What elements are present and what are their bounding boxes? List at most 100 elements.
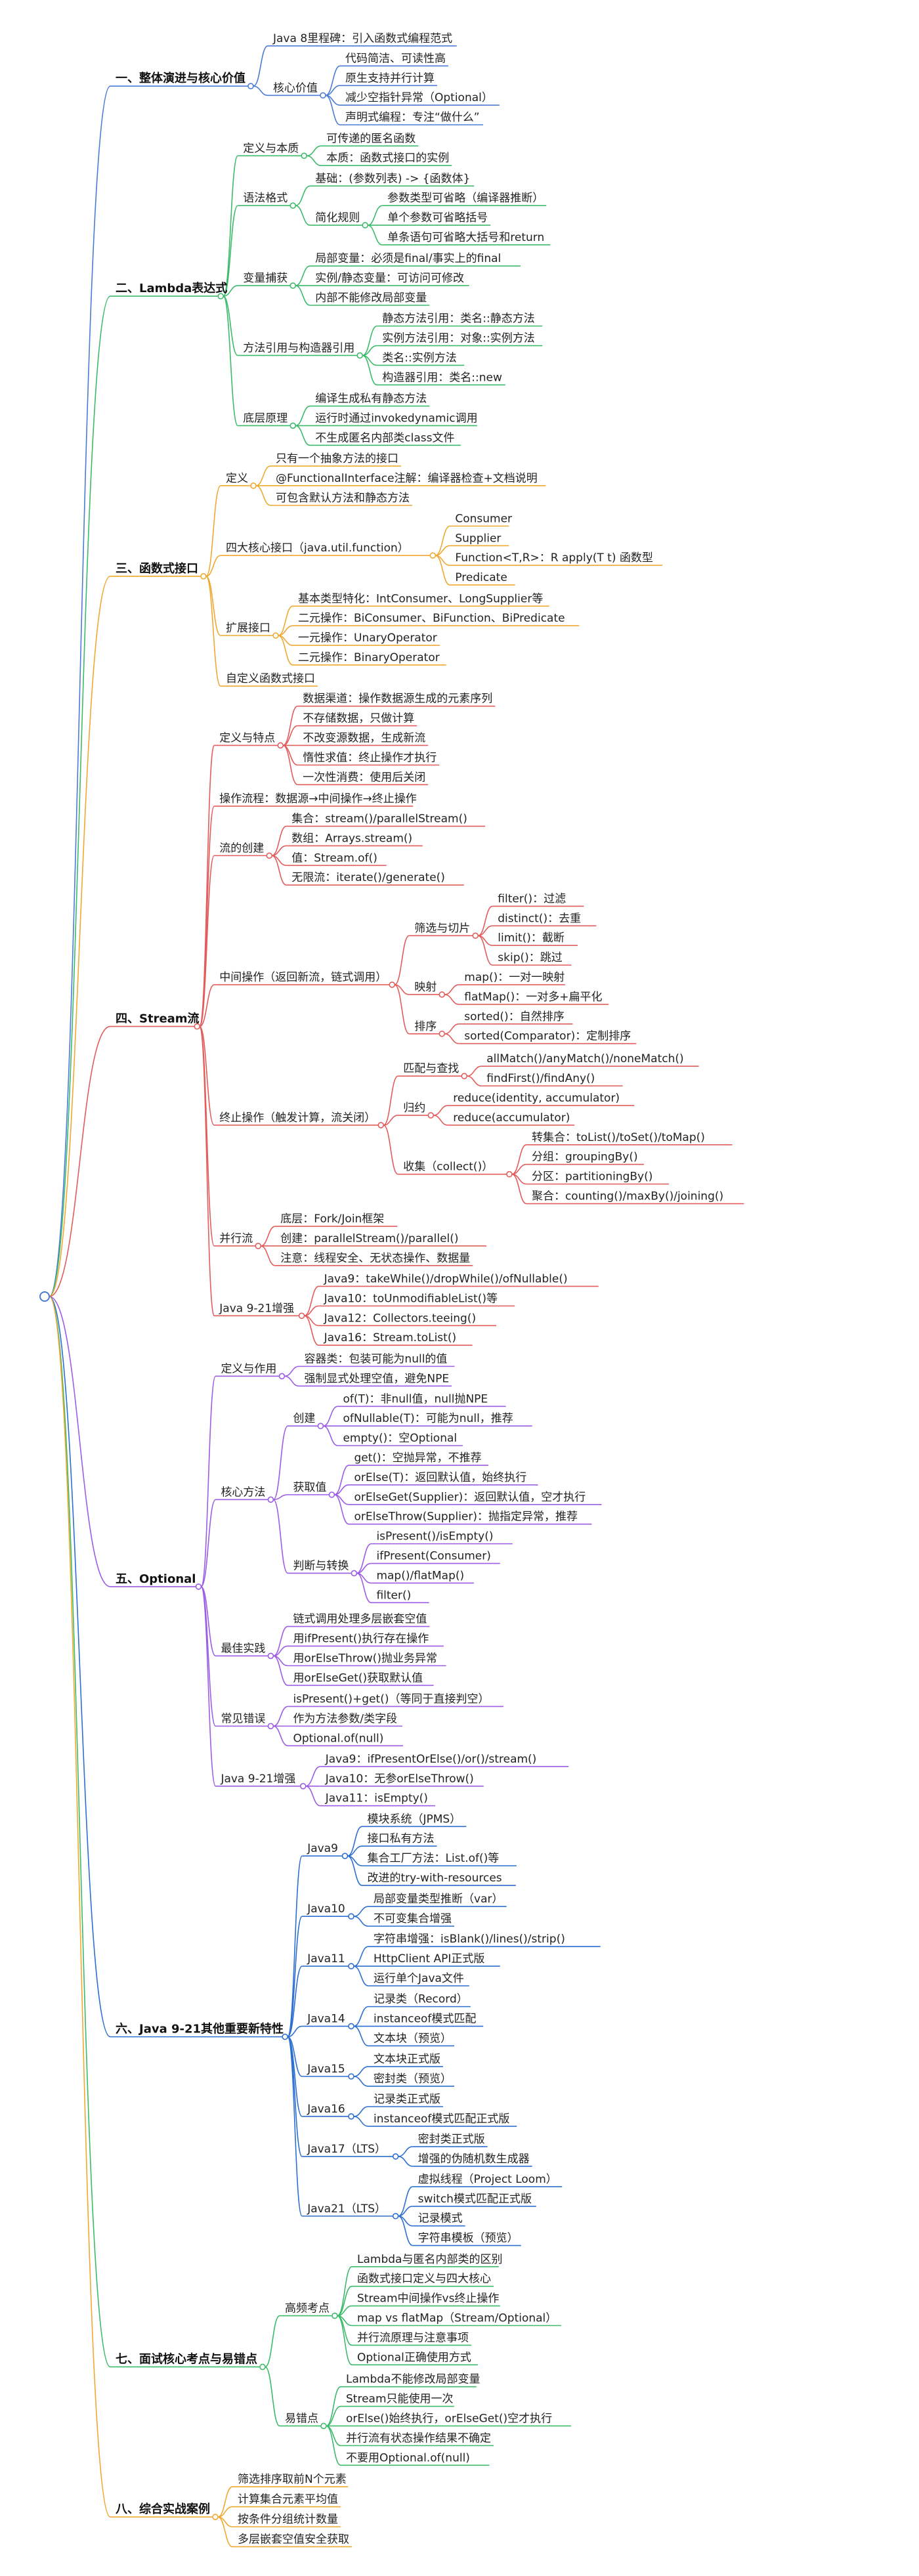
- collapse-toggle-icon[interactable]: [348, 2073, 354, 2080]
- branch-node[interactable]: Java 9-21增强: [214, 1302, 299, 1317]
- collapse-toggle-icon[interactable]: [301, 152, 308, 160]
- leaf-node[interactable]: isPresent()/isEmpty(): [371, 1530, 513, 1545]
- collapse-toggle-icon[interactable]: [298, 1312, 305, 1320]
- collapse-toggle-icon[interactable]: [392, 2153, 399, 2160]
- leaf-node[interactable]: 记录类（Record）: [368, 1993, 471, 2007]
- branch-node[interactable]: 定义与本质: [238, 142, 302, 157]
- collapse-toggle-icon[interactable]: [217, 293, 224, 299]
- leaf-node[interactable]: get()：空抛异常，不推荐: [349, 1451, 489, 1466]
- branch-node[interactable]: 高频考点: [280, 2302, 332, 2317]
- leaf-node[interactable]: Java10：无参orElseThrow(): [320, 1772, 484, 1787]
- leaf-node[interactable]: sorted(Comparator)：定制排序: [459, 1030, 637, 1044]
- leaf-node[interactable]: 参数类型可省略（编译器推断）: [382, 192, 547, 206]
- leaf-node[interactable]: instanceof模式匹配: [368, 2013, 484, 2027]
- section-node[interactable]: 八、综合实战案例: [110, 2502, 213, 2518]
- section-node[interactable]: 七、面试核心考点与易错点: [110, 2351, 260, 2368]
- leaf-node[interactable]: Optional正确使用方式: [352, 2350, 478, 2366]
- leaf-node[interactable]: 筛选排序取前N个元素: [232, 2473, 349, 2487]
- collapse-toggle-icon[interactable]: [341, 1853, 349, 1859]
- leaf-node[interactable]: 计算集合元素平均值: [232, 2493, 341, 2508]
- section-node[interactable]: 四、Stream流: [110, 1012, 200, 1027]
- leaf-node[interactable]: Java16：Stream.toList(): [318, 1331, 473, 1346]
- branch-node[interactable]: 常见错误: [215, 1712, 268, 1727]
- leaf-node[interactable]: Predicate: [450, 571, 515, 586]
- leaf-node[interactable]: reduce(accumulator): [448, 1111, 575, 1126]
- leaf-node[interactable]: 增强的伪随机数生成器: [412, 2153, 532, 2167]
- collapse-toggle-icon[interactable]: [320, 2422, 327, 2430]
- leaf-node[interactable]: 值：Stream.of(): [286, 851, 387, 867]
- branch-node[interactable]: 语法格式: [238, 192, 291, 206]
- leaf-node[interactable]: 用orElseThrow()抛业务异常: [288, 1652, 446, 1667]
- collapse-toggle-icon[interactable]: [320, 92, 326, 99]
- leaf-node[interactable]: Stream只能使用一次: [341, 2392, 454, 2407]
- leaf-node[interactable]: 按条件分组统计数量: [232, 2513, 341, 2527]
- leaf-node[interactable]: skip()：跳过: [492, 951, 572, 966]
- leaf-node[interactable]: 实例方法引用：对象::实例方法: [377, 332, 543, 347]
- branch-node[interactable]: 核心价值: [268, 81, 320, 97]
- leaf-node[interactable]: 二元操作：BiConsumer、BiFunction、BiPredicate: [293, 612, 580, 626]
- collapse-toggle-icon[interactable]: [266, 852, 273, 859]
- leaf-node[interactable]: Consumer: [450, 512, 512, 527]
- leaf-node[interactable]: Lambda不能修改局部变量: [341, 2373, 480, 2388]
- collapse-toggle-icon[interactable]: [278, 1373, 286, 1380]
- leaf-node[interactable]: switch模式匹配正式版: [412, 2193, 536, 2207]
- leaf-node[interactable]: ofNullable(T)：可能为null，推荐: [337, 1412, 532, 1427]
- collapse-toggle-icon[interactable]: [461, 1073, 468, 1079]
- leaf-node[interactable]: 创建：parallelStream()/parallel(): [275, 1232, 487, 1247]
- leaf-node[interactable]: Java9：takeWhile()/dropWhile()/ofNullable…: [318, 1272, 599, 1287]
- collapse-toggle-icon[interactable]: [348, 1963, 354, 1969]
- branch-node[interactable]: 获取值: [288, 1481, 330, 1495]
- leaf-node[interactable]: 分区：partitioningBy(): [526, 1170, 669, 1185]
- collapse-toggle-icon[interactable]: [194, 1023, 201, 1030]
- branch-node[interactable]: 终止操作（触发计算，流关闭）: [214, 1111, 379, 1126]
- leaf-node[interactable]: flatMap()：一对多+扁平化: [459, 991, 609, 1005]
- leaf-node[interactable]: empty()：空Optional: [337, 1432, 463, 1446]
- leaf-node[interactable]: HttpClient API正式版: [368, 1952, 500, 1967]
- leaf-node[interactable]: 减少空指针异常（Optional）: [340, 91, 500, 106]
- leaf-node[interactable]: 不可变集合增强: [368, 1912, 455, 1927]
- leaf-node[interactable]: 链式调用处理多层嵌套空值: [288, 1613, 430, 1627]
- leaf-node[interactable]: 自定义函数式接口: [221, 672, 318, 687]
- leaf-node[interactable]: ifPresent(Consumer): [371, 1550, 500, 1564]
- leaf-node[interactable]: 分组：groupingBy(): [526, 1151, 644, 1165]
- branch-node[interactable]: 排序: [409, 1020, 440, 1035]
- leaf-node[interactable]: 不存储数据，只做计算: [297, 712, 417, 727]
- leaf-node[interactable]: distinct()：去重: [492, 912, 597, 927]
- leaf-node[interactable]: 原生支持并行计算: [340, 72, 437, 87]
- branch-node[interactable]: Java10: [302, 1902, 349, 1917]
- leaf-node[interactable]: 用orElseGet()获取默认值: [288, 1671, 434, 1686]
- collapse-toggle-icon[interactable]: [438, 1030, 446, 1037]
- collapse-toggle-icon[interactable]: [299, 1783, 307, 1790]
- leaf-node[interactable]: 密封类正式版: [412, 2133, 488, 2147]
- collapse-toggle-icon[interactable]: [259, 2363, 266, 2371]
- leaf-node[interactable]: Function<T,R>：R apply(T t) 函数型: [450, 551, 663, 566]
- section-node[interactable]: 五、Optional: [110, 1572, 196, 1587]
- leaf-node[interactable]: 静态方法引用：类名::静态方法: [377, 312, 543, 327]
- branch-node[interactable]: 并行流: [214, 1232, 256, 1247]
- leaf-node[interactable]: 数据渠道：操作数据源生成的元素序列: [297, 693, 496, 707]
- section-node[interactable]: 六、Java 9-21其他重要新特性: [110, 2022, 284, 2038]
- branch-node[interactable]: 定义与作用: [215, 1362, 280, 1377]
- leaf-node[interactable]: Java11：isEmpty(): [320, 1792, 435, 1807]
- collapse-toggle-icon[interactable]: [212, 2514, 219, 2520]
- collapse-toggle-icon[interactable]: [377, 1122, 385, 1128]
- collapse-toggle-icon[interactable]: [272, 632, 279, 639]
- leaf-node[interactable]: Supplier: [450, 532, 509, 547]
- leaf-node[interactable]: 字符串增强：isBlank()/lines()/strip(): [368, 1933, 601, 1947]
- leaf-node[interactable]: 转集合：toList()/toSet()/toMap(): [526, 1131, 733, 1146]
- leaf-node[interactable]: 惰性求值：终止操作才执行: [297, 751, 440, 766]
- branch-node[interactable]: 流的创建: [214, 842, 267, 857]
- collapse-toggle-icon[interactable]: [250, 483, 257, 489]
- branch-node[interactable]: Java14: [302, 2013, 349, 2027]
- leaf-node[interactable]: 模块系统（JPMS）: [362, 1813, 467, 1828]
- branch-node[interactable]: 归约: [398, 1102, 429, 1116]
- collapse-toggle-icon[interactable]: [267, 1496, 274, 1503]
- leaf-node[interactable]: 聚合：counting()/maxBy()/joining(): [526, 1190, 744, 1205]
- leaf-node[interactable]: 并行流有状态操作结果不确定: [341, 2432, 494, 2447]
- branch-node[interactable]: 底层原理: [238, 412, 291, 427]
- leaf-node[interactable]: 接口私有方法: [362, 1832, 437, 1847]
- leaf-node[interactable]: 可传递的匿名函数: [321, 132, 419, 147]
- leaf-node[interactable]: 密封类（预览）: [368, 2072, 455, 2087]
- leaf-node[interactable]: sorted()：自然排序: [459, 1010, 573, 1025]
- leaf-node[interactable]: 文本块（预览）: [368, 2032, 455, 2047]
